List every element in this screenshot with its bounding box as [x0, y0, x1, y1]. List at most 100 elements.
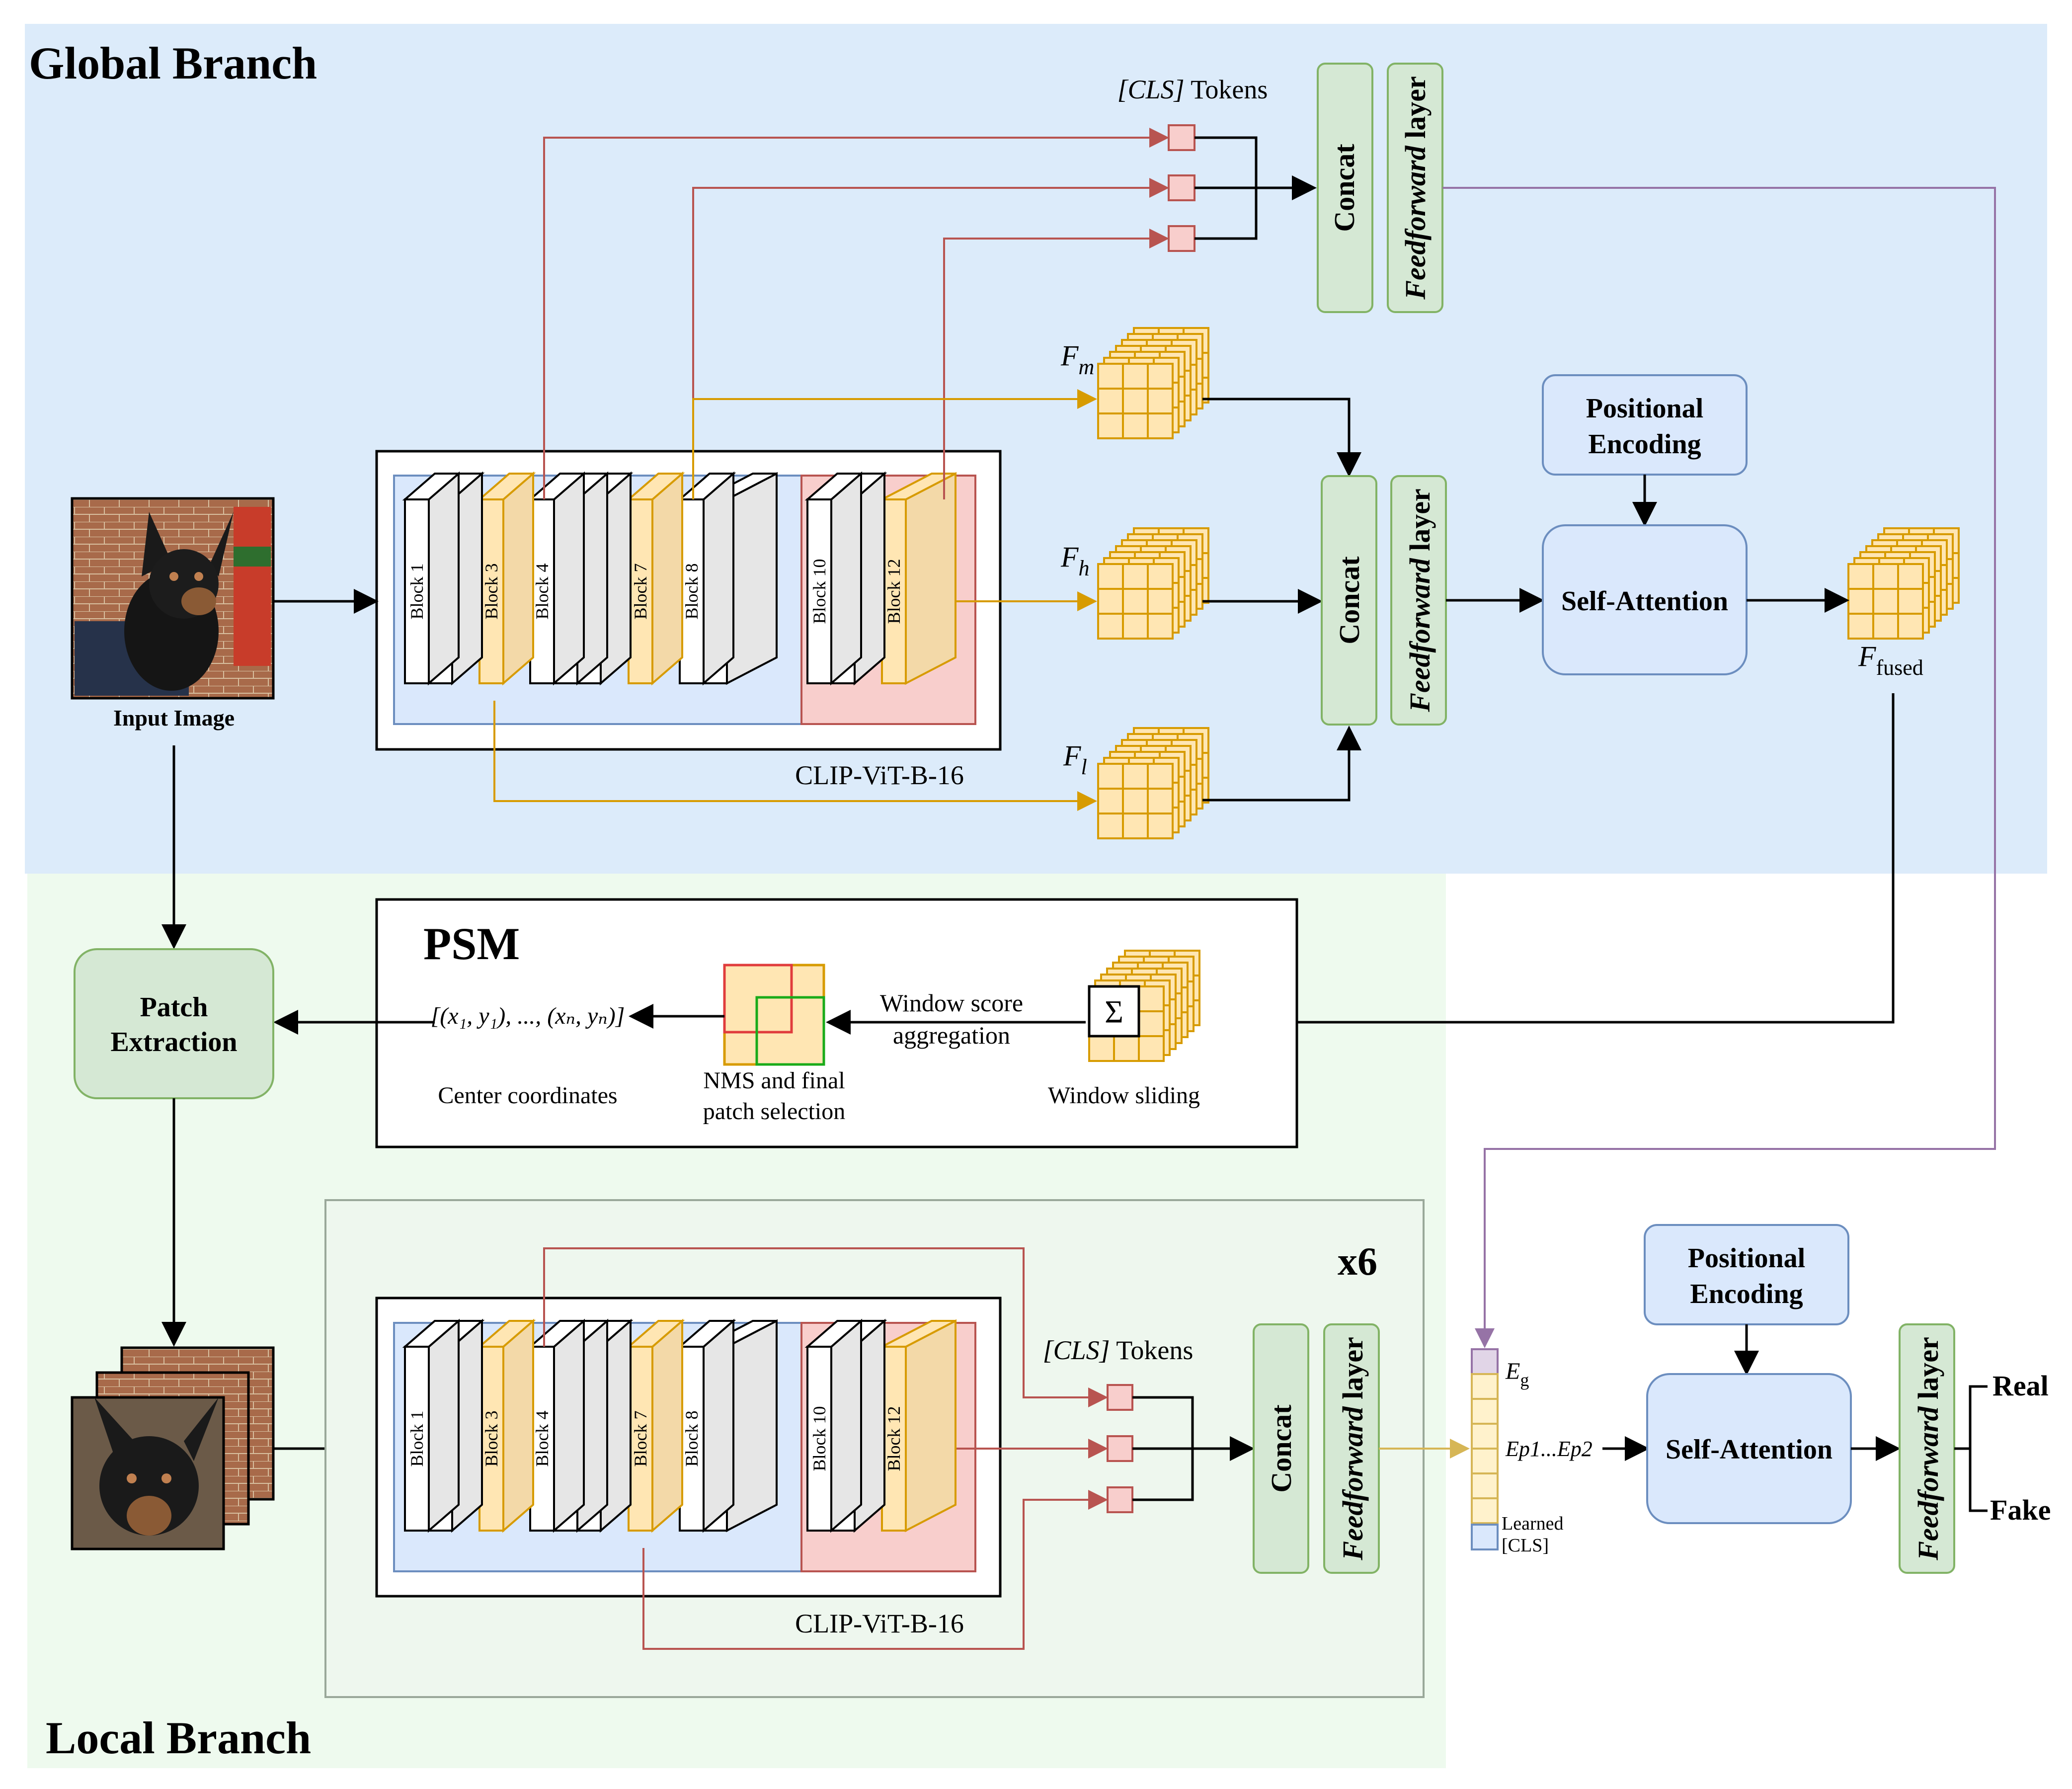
local-backbone-label: CLIP-ViT-B-16: [795, 1609, 964, 1638]
feature-map-layer: [1097, 563, 1174, 640]
extracted-patches: [71, 1346, 275, 1550]
global-cls-connections: [543, 128, 1169, 499]
global-cls-tokens: [1168, 124, 1195, 252]
global-feature-connections: [493, 389, 1097, 811]
local-ffn: Feedforward layer: [1323, 1323, 1380, 1574]
vit-block-label: Block 8: [682, 1411, 702, 1467]
svg-text:Feedforward layer: Feedforward layer: [1399, 76, 1432, 300]
local-cls-tokens: [1107, 1384, 1133, 1513]
center-coords-label: Center coordinates: [438, 1082, 617, 1109]
patch-extraction: Patch Extraction: [74, 948, 274, 1099]
vit-block-label: Block 12: [884, 559, 904, 624]
vit-block: Block 7: [626, 471, 685, 686]
repeat-label: x6: [1338, 1240, 1377, 1284]
sigma-symbol: Σ: [1105, 994, 1123, 1030]
vit-block-label: Block 10: [809, 1406, 829, 1471]
label-fl: Fl: [1063, 739, 1087, 779]
cls-token: [1107, 1435, 1133, 1462]
label-fh: Fh: [1060, 541, 1089, 580]
global-feature-concat: Concat: [1321, 475, 1377, 726]
input-image-label: Input Image: [113, 705, 235, 731]
feature-map-layer: [1097, 763, 1174, 839]
vit-block-label: Block 7: [631, 564, 650, 620]
vit-block: Block 8: [677, 471, 736, 686]
global-positional-encoding: Positional Encoding: [1542, 374, 1748, 476]
global-cls-ffn: Feedforward layer: [1387, 63, 1443, 313]
svg-text:Patch: Patch: [140, 992, 208, 1023]
svg-text:Self-Attention: Self-Attention: [1561, 586, 1728, 617]
window-sliding-stack: Σ: [1088, 950, 1200, 1062]
local-cls-connections: [543, 1247, 1108, 1650]
global-embedding-connection: [1442, 187, 1996, 1348]
svg-text:Encoding: Encoding: [1588, 429, 1701, 460]
nms-label-1: NMS and final: [703, 1067, 845, 1094]
global-backbone-label: CLIP-ViT-B-16: [795, 760, 964, 790]
svg-text:Concat: Concat: [1328, 144, 1360, 232]
nms-boxes: [723, 964, 825, 1066]
local-concat: Concat: [1253, 1323, 1309, 1574]
vit-block: Block 4: [527, 471, 587, 686]
learned-cls-token: [1471, 1524, 1499, 1550]
feature-stack-fm: [1097, 327, 1209, 439]
svg-text:Feedforward layer: Feedforward layer: [1912, 1337, 1944, 1560]
vit-block-label: Block 4: [532, 564, 552, 620]
global-cls-merge: [1195, 136, 1317, 240]
window-score-label: Window score: [880, 989, 1023, 1017]
output-branches: [1954, 1385, 1988, 1512]
fusion-self-attention: Self-Attention: [1646, 1373, 1852, 1524]
label-ffused: Ffused: [1858, 640, 1923, 680]
svg-text:Concat: Concat: [1265, 1404, 1297, 1493]
svg-text:Encoding: Encoding: [1690, 1279, 1803, 1309]
label-fm: Fm: [1060, 339, 1094, 379]
vit-block-label: Block 7: [631, 1411, 650, 1467]
nms-label-2: patch selection: [703, 1098, 846, 1125]
window-sliding-label: Window sliding: [1048, 1082, 1200, 1109]
fusion-positional-encoding: Positional Encoding: [1644, 1224, 1849, 1325]
feature-stack-fl: [1097, 727, 1209, 839]
vit-block-label: Block 3: [481, 1411, 501, 1467]
svg-text:Feedforward layer: Feedforward layer: [1337, 1337, 1369, 1560]
vit-block-label: Block 1: [407, 1411, 427, 1467]
vit-block: Block 3: [477, 1318, 536, 1533]
learned-cls-label-2: [CLS]: [1502, 1535, 1549, 1556]
arrow-fused-to-psm: [1218, 693, 1895, 1035]
output-fake: Fake: [1990, 1494, 2051, 1526]
vit-block: Block 10: [804, 471, 864, 686]
feature-stack-fh: [1097, 527, 1209, 640]
vit-block: Block 8: [677, 1318, 736, 1533]
svg-text:Positional: Positional: [1688, 1243, 1805, 1274]
eg-label: Eg: [1505, 1358, 1529, 1390]
global-feature-ffn: Feedforward layer: [1390, 475, 1447, 726]
local-branch-title: Local Branch: [46, 1712, 311, 1763]
global-cls-concat: Concat: [1317, 63, 1373, 313]
global-self-attention: Self-Attention: [1542, 524, 1748, 675]
local-cls-tokens-label: [CLS] Tokens: [1043, 1335, 1194, 1365]
token-sequence: [1471, 1348, 1499, 1550]
svg-text:Concat: Concat: [1333, 556, 1365, 645]
learned-cls-label-1: Learned: [1502, 1513, 1563, 1534]
vit-block: Block 12: [881, 472, 956, 685]
vit-block-label: Block 1: [407, 564, 427, 620]
vit-block-label: Block 3: [481, 564, 501, 620]
vit-block: Block 1: [402, 471, 462, 686]
cls-token: [1168, 225, 1195, 252]
cls-token: [1107, 1384, 1133, 1411]
vit-block: Block 7: [626, 1318, 685, 1533]
cls-token: [1168, 124, 1195, 151]
coords-label: [(x₁, y₁), ..., (xₙ, yₙ)]: [431, 1003, 625, 1029]
vit-block: Block 3: [477, 471, 536, 686]
output-real: Real: [1992, 1370, 2049, 1402]
vit-block: Block 12: [881, 1319, 956, 1533]
feature-to-concat-arrows: [1202, 398, 1361, 802]
svg-text:Positional: Positional: [1586, 393, 1703, 424]
vit-block-label: Block 4: [532, 1411, 552, 1467]
input-image: [71, 497, 275, 700]
vit-block: Block 1: [402, 1318, 462, 1533]
feature-map-layer: [1847, 563, 1924, 640]
eg-token: [1471, 1348, 1499, 1375]
global-cls-tokens-label: [CLS] Tokens: [1117, 75, 1268, 104]
local-cls-merge: [1132, 1396, 1255, 1501]
